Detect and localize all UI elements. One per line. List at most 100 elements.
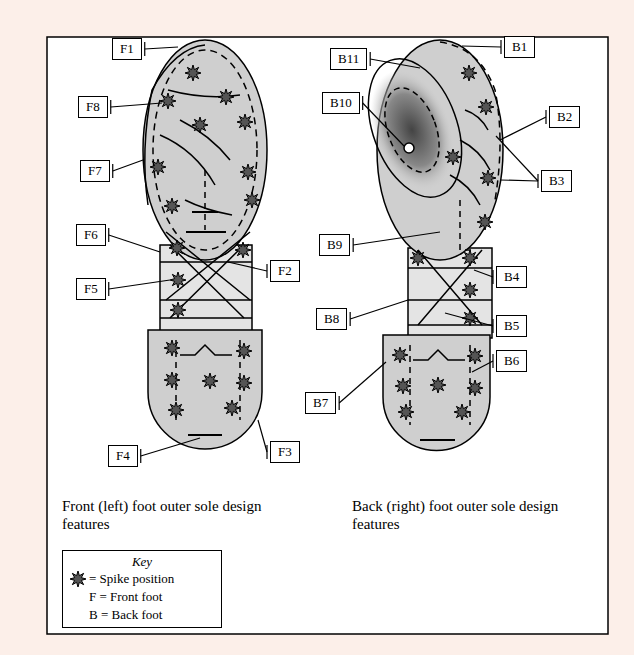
spike-symbol bbox=[202, 373, 218, 389]
callout-box: F5 bbox=[76, 278, 106, 300]
spike-symbol bbox=[454, 404, 470, 420]
spike-symbol bbox=[237, 114, 253, 130]
callout-box: F8 bbox=[78, 96, 108, 118]
spike-symbol bbox=[395, 378, 411, 394]
callout-number: B1 bbox=[512, 39, 527, 54]
leader-line bbox=[228, 262, 267, 271]
callout-box: F7 bbox=[80, 160, 110, 182]
callout-number: F5 bbox=[84, 281, 98, 296]
leader-line bbox=[496, 136, 538, 181]
callout-box: B7 bbox=[305, 392, 336, 414]
callout-number: B10 bbox=[330, 95, 352, 110]
legend-spacer bbox=[69, 588, 89, 606]
legend-row: B = Back foot bbox=[69, 606, 215, 624]
spike-symbol bbox=[236, 343, 252, 359]
spike-symbol bbox=[224, 400, 240, 416]
spike-symbol bbox=[445, 149, 461, 165]
callout-number: B8 bbox=[324, 311, 339, 326]
callout-box: B10 bbox=[322, 92, 360, 114]
callout-number: F1 bbox=[120, 41, 134, 56]
callout-box: F2 bbox=[270, 260, 300, 282]
callout-box: B5 bbox=[496, 315, 527, 337]
spike-symbol bbox=[467, 348, 483, 364]
callout-box: B4 bbox=[496, 266, 527, 288]
spike-symbol bbox=[462, 250, 478, 266]
spike-symbol bbox=[150, 159, 166, 175]
spike-symbol bbox=[164, 198, 180, 214]
legend-spacer bbox=[69, 606, 89, 624]
caption-text: Back (right) foot outer sole design feat… bbox=[352, 497, 597, 533]
spike-symbol bbox=[461, 65, 477, 81]
leader-line bbox=[353, 232, 440, 245]
leader-line bbox=[113, 160, 143, 171]
spike-symbol bbox=[170, 302, 186, 318]
spike-symbol bbox=[168, 402, 184, 418]
leader-line bbox=[370, 59, 420, 68]
callout-number: F4 bbox=[116, 448, 130, 463]
leader-line bbox=[111, 103, 162, 107]
spike-symbol bbox=[240, 164, 256, 180]
spike-symbol bbox=[236, 375, 252, 391]
callout-box: F1 bbox=[112, 38, 142, 60]
leader-line bbox=[109, 280, 170, 289]
leader-line bbox=[339, 362, 386, 403]
spike-symbol bbox=[192, 117, 208, 133]
leader-line bbox=[445, 313, 493, 326]
legend-row: F = Front foot bbox=[69, 588, 215, 606]
callout-box: F3 bbox=[270, 441, 300, 463]
callout-number: F8 bbox=[86, 99, 100, 114]
spike-symbol bbox=[467, 380, 483, 396]
leader-line bbox=[350, 300, 408, 319]
callout-box: B2 bbox=[549, 106, 580, 128]
callout-box: F6 bbox=[76, 224, 106, 246]
spike-symbol bbox=[244, 192, 260, 208]
legend-text: = Spike position bbox=[89, 571, 174, 587]
callout-number: B11 bbox=[338, 51, 359, 66]
leader-line bbox=[472, 361, 493, 372]
legend-title: Key bbox=[69, 554, 215, 570]
callout-number: F2 bbox=[278, 263, 292, 278]
callout-box: B1 bbox=[504, 36, 535, 58]
callout-box: B9 bbox=[319, 234, 350, 256]
legend-box: Key= Spike positionF = Front footB = Bac… bbox=[62, 550, 222, 628]
spike-symbol bbox=[462, 282, 478, 298]
leader-line bbox=[500, 117, 546, 140]
legend-text: B = Back foot bbox=[89, 607, 162, 623]
callout-number: B6 bbox=[504, 353, 519, 368]
spike-symbol bbox=[235, 242, 251, 258]
leader-line bbox=[145, 47, 178, 49]
caption-text: Front (left) foot outer sole design feat… bbox=[62, 497, 312, 533]
callout-number: B7 bbox=[313, 395, 328, 410]
callout-number: B5 bbox=[504, 318, 519, 333]
callout-number: F3 bbox=[278, 444, 292, 459]
leader-line bbox=[141, 438, 200, 456]
callout-box: F4 bbox=[108, 445, 138, 467]
spike-symbol bbox=[170, 272, 186, 288]
spike-symbol bbox=[160, 93, 176, 109]
spike-symbol bbox=[480, 170, 496, 186]
callout-box: B8 bbox=[316, 308, 347, 330]
spike-symbol bbox=[477, 214, 493, 230]
callout-box: B11 bbox=[330, 48, 367, 70]
spike-symbol bbox=[392, 347, 408, 363]
leader-line bbox=[363, 103, 404, 146]
callout-number: B3 bbox=[549, 173, 564, 188]
leader-line bbox=[258, 420, 267, 452]
callout-number: B4 bbox=[504, 269, 519, 284]
leader-line bbox=[109, 235, 160, 252]
callout-box: B6 bbox=[496, 350, 527, 372]
callout-number: F7 bbox=[88, 163, 102, 178]
callout-number: B2 bbox=[557, 109, 572, 124]
spike-symbol bbox=[398, 404, 414, 420]
spike-symbol bbox=[169, 240, 185, 256]
spike-symbol bbox=[164, 340, 180, 356]
spike-symbol bbox=[69, 570, 89, 588]
callout-number: F6 bbox=[84, 227, 98, 242]
callout-box: B3 bbox=[541, 170, 572, 192]
spike-symbol bbox=[478, 99, 494, 115]
spike-symbol bbox=[218, 89, 234, 105]
leader-line bbox=[500, 180, 538, 181]
spike-symbol bbox=[430, 377, 446, 393]
spike-symbol bbox=[164, 372, 180, 388]
